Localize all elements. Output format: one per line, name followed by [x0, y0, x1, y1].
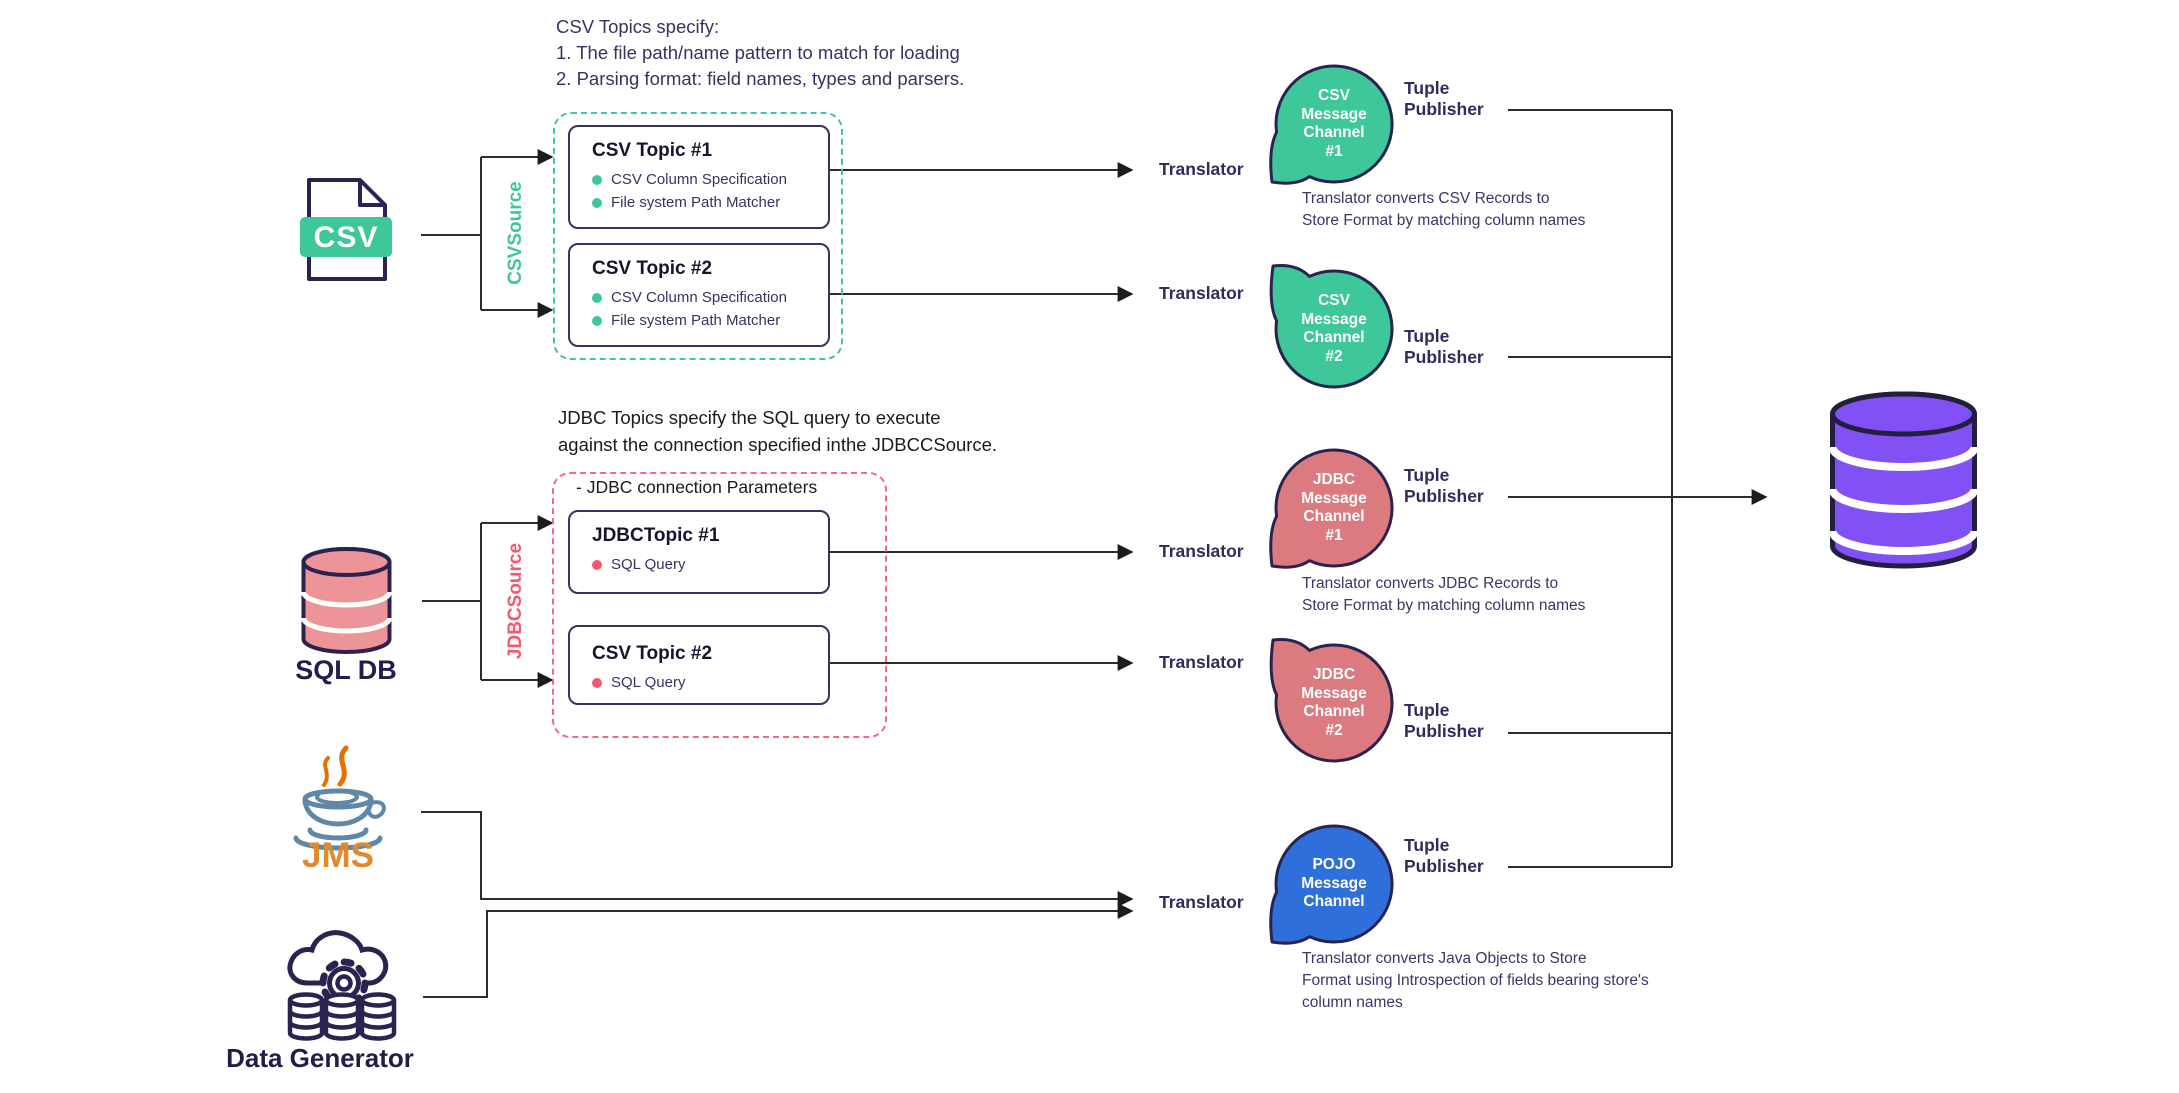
jdbc-topic-2-bullet-1: SQL Query — [611, 674, 686, 691]
csv-topic-1-title: CSV Topic #1 — [592, 140, 713, 161]
csv-message-channel-1-bubble — [1269, 64, 1394, 185]
translator-label-jdbc1: Translator — [1159, 541, 1244, 561]
message-channel-bubbles — [1269, 64, 1394, 945]
tuple-publisher-label-3: Tuple Publisher — [1404, 465, 1484, 506]
bullet-dot-icon — [592, 197, 602, 208]
tuple-publisher-label-5: Tuple Publisher — [1404, 835, 1484, 876]
csv-file-icon — [300, 178, 392, 281]
csv-topic-1-box: CSV Topic #1 CSV Column Specification Fi… — [568, 125, 830, 229]
pojo-message-channel-bubble — [1269, 824, 1394, 945]
jms-java-cup-icon — [293, 745, 386, 851]
jdbc-topics-note: JDBC Topics specify the SQL query to exe… — [558, 407, 998, 455]
jms-label: JMS — [302, 836, 374, 875]
tuple-publisher-label-4: Tuple Publisher — [1404, 700, 1484, 741]
jdbc-source-group — [552, 472, 887, 738]
csv-source-group — [553, 112, 843, 360]
csv-message-channel-2-bubble — [1269, 264, 1394, 389]
jdbc-message-channel-2-label: JDBC Message Channel #2 — [1301, 666, 1367, 739]
tuple-publisher-label-2: Tuple Publisher — [1404, 326, 1484, 367]
data-generator-label: Data Generator — [226, 1043, 414, 1073]
translator-label-jdbc2: Translator — [1159, 652, 1244, 672]
translator-caption-jdbc: Translator converts JDBC Records to Stor… — [1302, 575, 1586, 614]
jdbc-message-channel-1-bubble — [1269, 448, 1394, 569]
bullet-dot-icon — [592, 559, 602, 570]
translator-caption-csv: Translator converts CSV Records to Store… — [1302, 190, 1586, 229]
sql-database-icon — [301, 547, 392, 654]
translator-label-csv1: Translator — [1159, 159, 1244, 179]
csv-message-channel-1-label: CSV Message Channel #1 — [1301, 87, 1367, 160]
tuple-publisher-label-1: Tuple Publisher — [1404, 78, 1484, 119]
jdbc-source-label: JDBCSource — [505, 542, 526, 660]
pojo-message-channel-label: POJO Message Channel — [1301, 856, 1367, 910]
csv-file-banner-label: CSV — [313, 221, 379, 254]
sql-db-label: SQL DB — [295, 655, 397, 685]
csv-topics-note: CSV Topics specify: 1. The file path/nam… — [556, 16, 965, 89]
bullet-dot-icon — [592, 315, 602, 326]
jdbc-topic-1-title: JDBCTopic #1 — [592, 525, 720, 546]
csv-source-label: CSVSource — [505, 181, 526, 285]
translator-label-csv2: Translator — [1159, 283, 1244, 303]
translator-caption-pojo: Translator converts Java Objects to Stor… — [1302, 950, 1649, 1011]
csv-topic-2-box: CSV Topic #2 CSV Column Specification Fi… — [568, 243, 830, 347]
csv-topic-2-bullet-1: CSV Column Specification — [611, 289, 787, 306]
csv-topic-1-bullet-1: CSV Column Specification — [611, 171, 787, 188]
csv-message-channel-2-label: CSV Message Channel #2 — [1301, 292, 1367, 365]
csv-topic-2-title: CSV Topic #2 — [592, 258, 713, 279]
jdbc-message-channel-1-label: JDBC Message Channel #1 — [1301, 471, 1367, 544]
bullet-dot-icon — [592, 174, 602, 185]
jdbc-topic-1-bullet-1: SQL Query — [611, 556, 686, 573]
csv-topic-2-bullet-2: File system Path Matcher — [611, 312, 781, 329]
arrow-jms-to-translator — [421, 811, 1134, 907]
jdbc-connection-params-label: - JDBC connection Parameters — [576, 477, 818, 497]
arrow-datagen-to-translator — [423, 903, 1134, 998]
connector-lines — [421, 109, 1768, 998]
jdbc-topic-2-title: CSV Topic #2 — [592, 643, 713, 664]
jdbc-topic-1-box: JDBCTopic #1 SQL Query — [568, 510, 830, 594]
bullet-dot-icon — [592, 292, 602, 303]
data-generator-icon — [287, 930, 397, 1041]
store-database-icon — [1828, 391, 1979, 569]
translator-label-pojo: Translator — [1159, 892, 1244, 912]
bullet-dot-icon — [592, 677, 602, 688]
jdbc-topic-2-box: CSV Topic #2 SQL Query — [568, 625, 830, 705]
csv-topic-1-bullet-2: File system Path Matcher — [611, 194, 781, 211]
jdbc-message-channel-2-bubble — [1269, 638, 1394, 763]
